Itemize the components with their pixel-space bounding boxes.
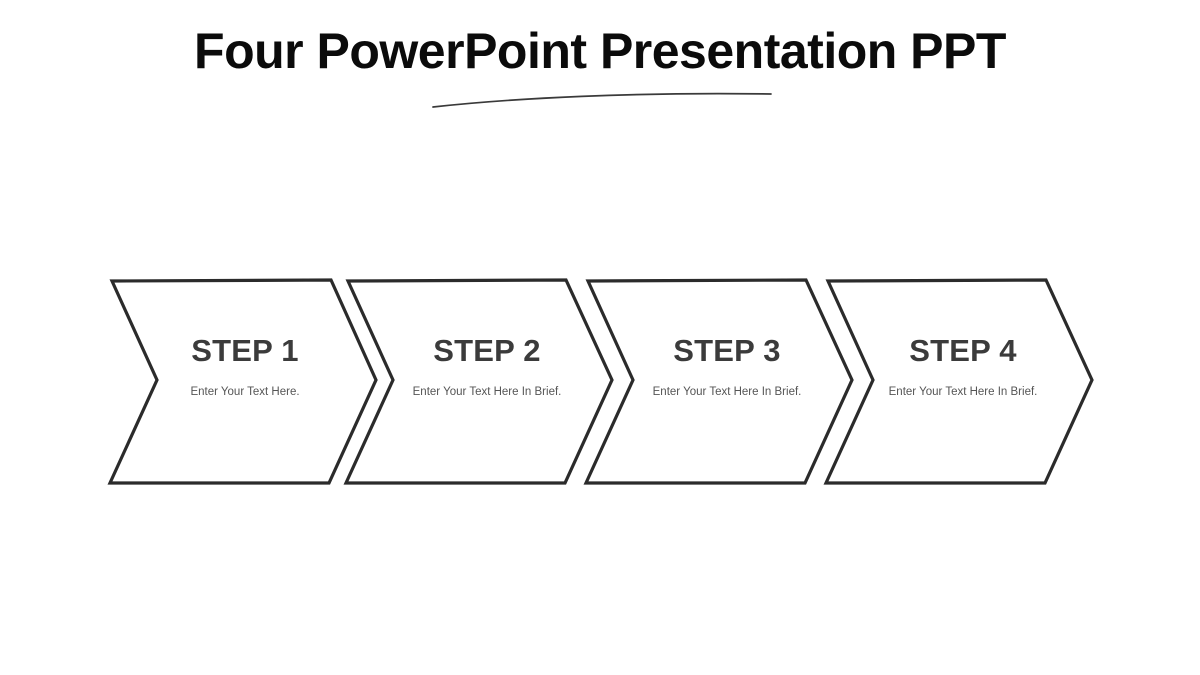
step-caption-1: Enter Your Text Here. [190,386,300,398]
chevron-shape-step-1[interactable] [107,278,378,485]
step-caption-4: Enter Your Text Here In Brief. [888,386,1038,398]
step-caption-3: Enter Your Text Here In Brief. [652,386,802,398]
slide-title: Four PowerPoint Presentation PPT [194,23,1006,79]
step-title-1: STEP 1 [191,333,299,368]
step-text-block-2: STEP 2 Enter Your Text Here In Brief. [372,334,602,399]
step-title-4: STEP 4 [909,333,1017,368]
title-underline-swoosh [432,92,772,108]
step-title-3: STEP 3 [673,333,781,368]
step-caption-2: Enter Your Text Here In Brief. [412,386,562,398]
step-title-2: STEP 2 [433,333,541,368]
step-text-block-3: STEP 3 Enter Your Text Here In Brief. [612,334,842,399]
step-text-block-1: STEP 1 Enter Your Text Here. [130,334,360,399]
chevron-shape-step-4[interactable] [823,278,1094,485]
chevron-shape-step-3[interactable] [583,278,854,485]
step-text-block-4: STEP 4 Enter Your Text Here In Brief. [848,334,1078,399]
chevron-shape-step-2[interactable] [343,278,614,485]
